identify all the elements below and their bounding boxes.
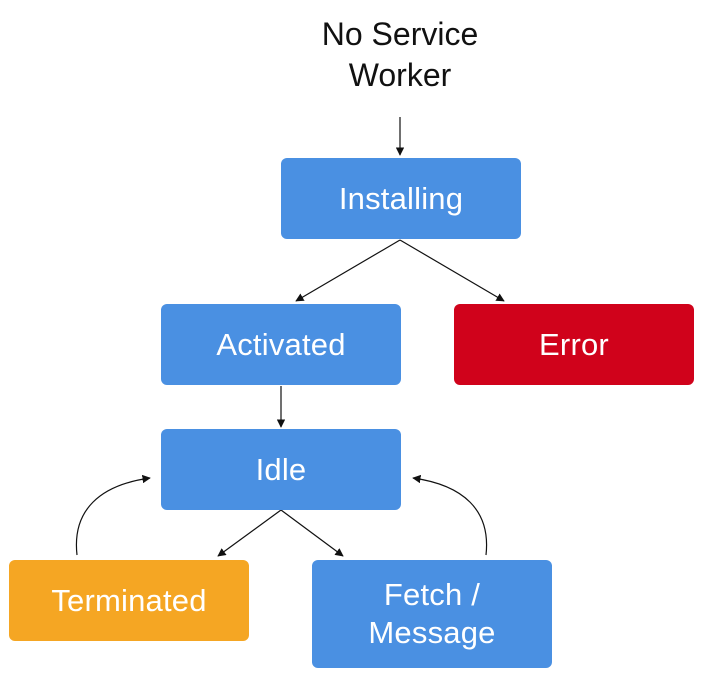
state-activated: Activated [161,304,401,385]
arrow-installing-to-error [399,239,505,302]
state-terminated-label: Terminated [51,582,207,618]
arrow-idle-to-fetch-message [280,509,344,557]
start-label-line2: Worker [348,57,452,93]
state-idle-label: Idle [255,451,307,487]
state-error-label: Error [539,326,609,362]
state-fetch-message-line2: Message [368,615,496,650]
state-error: Error [454,304,694,385]
state-activated-label: Activated [216,326,346,362]
state-terminated: Terminated [9,560,249,641]
state-installing-label: Installing [338,180,464,216]
state-idle: Idle [161,429,401,510]
state-fetch-message: Fetch / Message [312,560,552,668]
start-label-line1: No Service [321,16,479,52]
arrow-fetch-message-to-idle [412,474,488,556]
arrow-terminated-to-idle [75,474,151,556]
start-state-label: No Service Worker [250,14,550,96]
arrow-idle-to-terminated [217,509,282,557]
state-installing: Installing [281,158,521,239]
arrow-installing-to-activated [295,239,401,302]
state-fetch-message-line1: Fetch / [383,577,481,612]
